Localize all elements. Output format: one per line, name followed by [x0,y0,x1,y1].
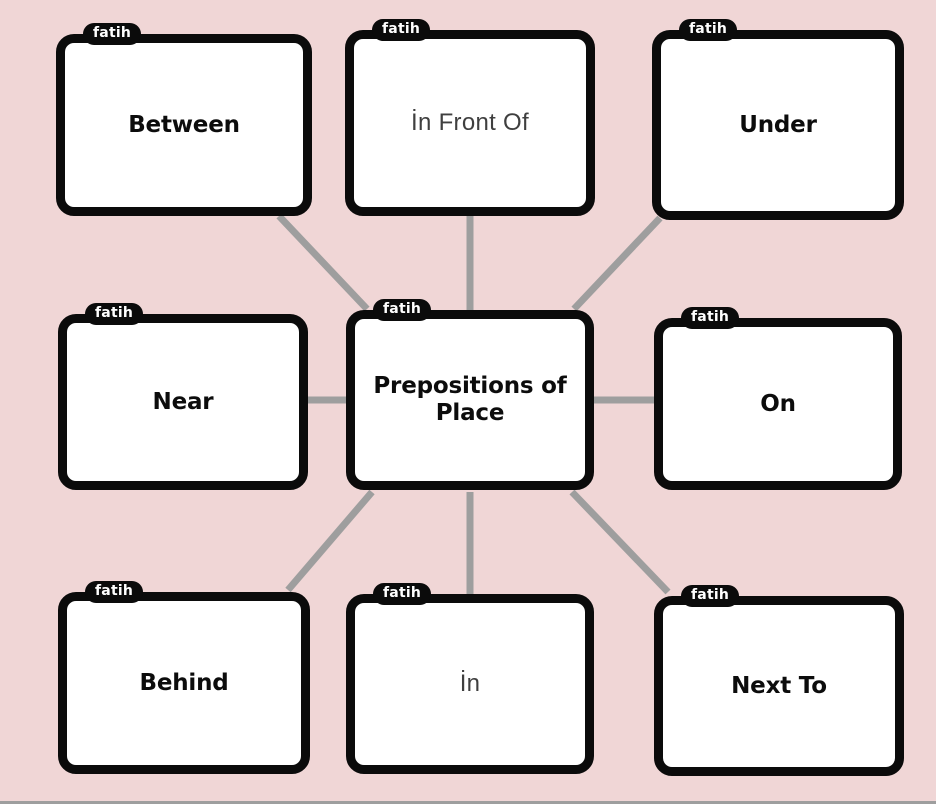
node-label-behind: Behind [139,669,229,696]
watermark-badge: fatih [373,299,431,322]
node-label-near: Near [152,388,214,415]
watermark-badge: fatih [681,585,739,608]
watermark-badge: fatih [679,19,737,42]
watermark-badge: fatih [373,583,431,606]
watermark-badge: fatih [85,581,143,604]
node-label-under: Under [739,111,817,138]
node-label-in: İn [459,670,481,698]
node-label-in-front-of: İn Front Of [410,109,529,137]
watermark-badge: fatih [681,307,739,330]
node-label-center: Prepositions of Place [373,373,567,426]
node-label-next-to: Next To [731,672,827,699]
node-label-between: Between [128,111,240,138]
connector-next-to-to-center [569,489,671,595]
node-in-front-of[interactable]: fatih İn Front Of [345,19,595,216]
node-label-on: On [760,390,796,417]
connector-behind-to-center [285,489,375,593]
watermark-badge: fatih [372,19,430,42]
connector-under-to-center [571,215,663,312]
connector-between-to-center [276,213,370,312]
watermark-badge: fatih [85,303,143,326]
watermark-badge: fatih [83,23,141,46]
